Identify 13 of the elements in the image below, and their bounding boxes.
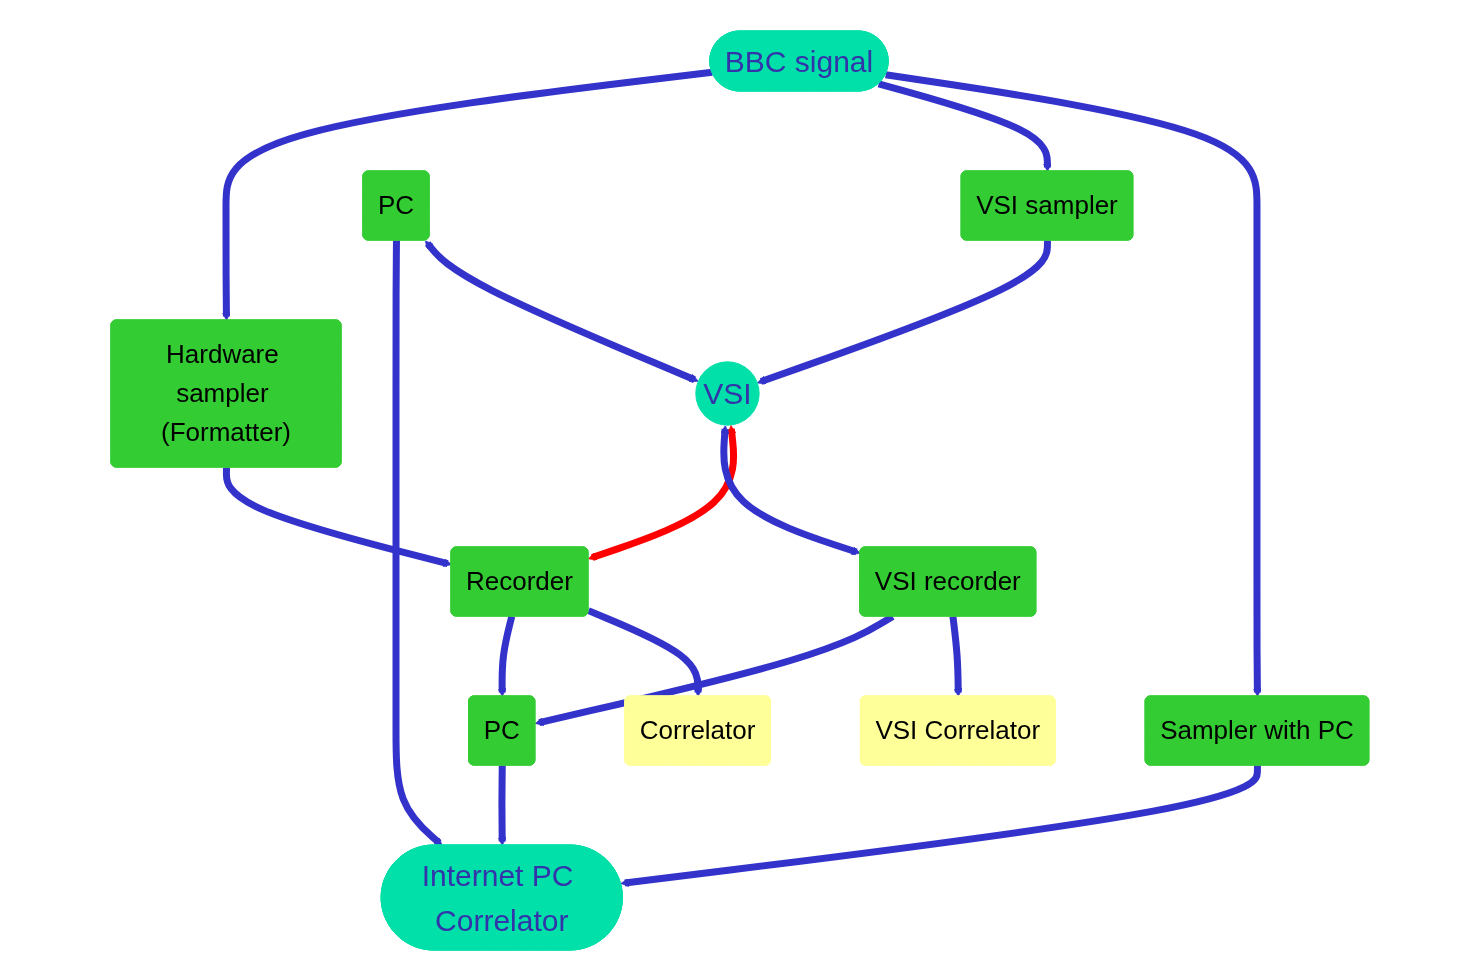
arrow xyxy=(757,239,1052,385)
arrow xyxy=(720,424,861,555)
arrow xyxy=(222,68,713,321)
node-circle: VSI xyxy=(695,360,760,426)
arrow xyxy=(949,615,963,697)
arrow xyxy=(587,606,703,697)
arrow xyxy=(497,615,516,697)
arrow xyxy=(877,79,1052,172)
arrow xyxy=(588,424,738,561)
arrow xyxy=(497,764,507,846)
arrow xyxy=(425,239,699,383)
arrow xyxy=(885,70,1262,697)
arrow xyxy=(392,239,443,846)
